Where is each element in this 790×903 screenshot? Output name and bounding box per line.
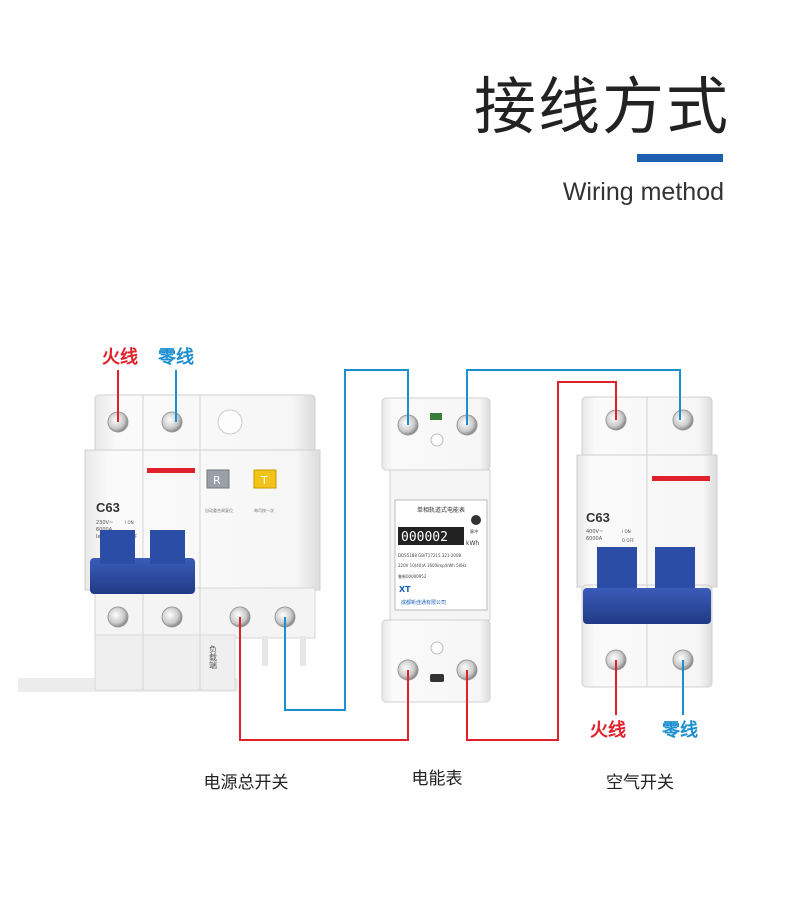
mcb-device: C63 400V~ 6000A I ON O OFF <box>576 396 718 688</box>
mcb-spec-1: 400V~ <box>586 529 603 535</box>
mcb-rating: C63 <box>586 510 610 525</box>
rcbo-spec-4: I ON <box>125 520 134 525</box>
label-zero-left: 零线 <box>158 347 194 368</box>
rcbo-spec-1: 230V~ <box>96 520 113 526</box>
title-accent-bar <box>637 154 723 162</box>
caption-meter: 电能表 <box>411 769 463 789</box>
rcbo-reset-sub: 自动重合闸复位 <box>205 507 233 513</box>
label-zero-right: 零线 <box>662 720 698 741</box>
wire-zero-rcbo-meter <box>284 369 409 711</box>
mcb-handle[interactable] <box>583 588 711 624</box>
caption-air-switch: 空气开关 <box>606 773 674 793</box>
meter-serial: 鲁制00000952 <box>398 573 427 579</box>
rcbo-test-button[interactable] <box>253 469 277 489</box>
rcbo-handle[interactable] <box>90 558 195 594</box>
energy-meter: 单相轨道式电能表 脉冲 000002 kWh DDS5188 GB/T17215… <box>381 397 491 703</box>
rcbo-device: C63 230V~ 6000A Ie:30mA I ON O OFF R T 自… <box>18 394 321 692</box>
mcb-spec-4: O OFF <box>622 538 635 543</box>
label-fire-right: 火线 <box>590 720 626 741</box>
mcb-spec-2: 6000A <box>586 536 603 542</box>
page-subtitle: Wiring method <box>562 178 724 206</box>
meter-counter: 000002 <box>401 530 448 545</box>
rcbo-reset-button[interactable] <box>206 469 230 489</box>
wire-fire-meter-mcb <box>466 381 617 741</box>
wire-fire-rcbo-meter <box>239 617 409 741</box>
mcb-spec-3: I ON <box>622 529 631 534</box>
mcb-terminal-in-n <box>672 409 694 431</box>
rcbo-test-sub: 每月按一次 <box>254 507 274 513</box>
meter-model: DDS5188 GB/T17215.321-2008 <box>398 553 461 558</box>
meter-unit: kWh <box>466 540 479 547</box>
wire-zero-meter-mcb <box>466 369 681 425</box>
meter-specs: 220V 10(40)A 1600imp/kWh 50Hz <box>398 563 466 568</box>
page-title: 接线方式 <box>473 70 730 143</box>
label-fire-left: 火线 <box>102 347 138 368</box>
meter-pulse: 脉冲 <box>470 528 478 534</box>
meter-maker: 成都新佳通有限公司 <box>401 599 446 606</box>
meter-brand: XT <box>399 585 411 594</box>
meter-title: 单相轨道式电能表 <box>417 506 465 514</box>
rcbo-rating: C63 <box>96 500 120 515</box>
rcbo-side-text: 负载端 <box>209 644 218 670</box>
caption-main-switch: 电源总开关 <box>203 773 289 793</box>
rcbo-reset-label: R <box>213 474 221 487</box>
rcbo-terminal-top-n <box>161 411 183 433</box>
rcbo-test-label: T <box>260 474 268 487</box>
